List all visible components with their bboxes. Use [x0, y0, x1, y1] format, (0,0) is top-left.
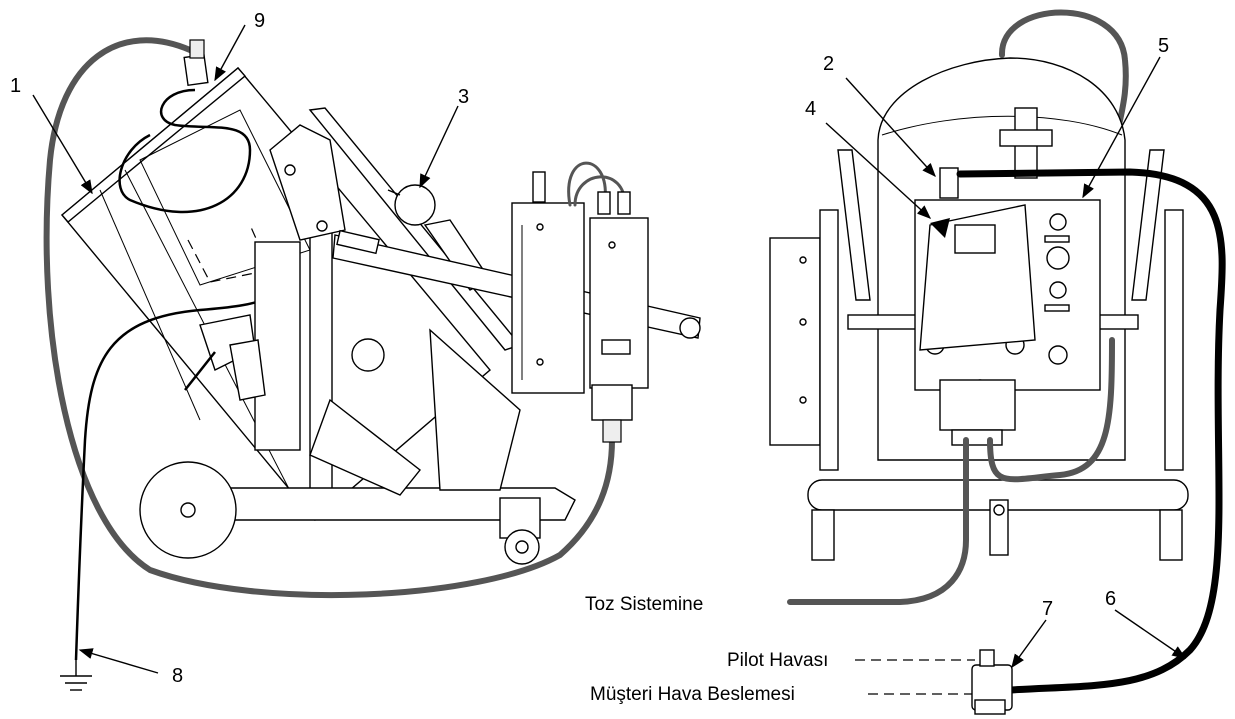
item-6-air-hose — [956, 168, 1226, 694]
front-top-hose — [998, 9, 1129, 133]
callout-3: 3 — [458, 86, 469, 108]
label-pilot-air: Pilot Havası — [727, 650, 828, 671]
cart-base — [139, 328, 576, 565]
box-air-tubes — [567, 161, 627, 207]
latch-clamp — [184, 314, 266, 401]
control-box-right — [589, 217, 649, 443]
control-box-left — [511, 202, 585, 394]
callout-4: 4 — [805, 98, 816, 120]
front-side-box — [769, 237, 821, 446]
label-to-powder-system: Toz Sistemine — [585, 594, 703, 615]
callout-7: 7 — [1042, 598, 1053, 620]
callout-5: 5 — [1158, 35, 1169, 57]
side-hose-loop — [43, 37, 615, 599]
side-view — [43, 37, 701, 691]
callout-6: 6 — [1105, 588, 1116, 610]
item-2-elbow — [939, 167, 959, 199]
item-9-fitting — [183, 39, 209, 87]
ground-symbol-icon — [60, 660, 92, 691]
callout-8: 8 — [172, 665, 183, 687]
callout-leaders — [32, 24, 1187, 674]
item-4-regulator — [919, 204, 1036, 446]
powder-hose — [787, 437, 969, 605]
callout-9: 9 — [254, 10, 265, 32]
label-customer-air-supply: Müşteri Hava Beslemesi — [590, 684, 795, 705]
callout-2: 2 — [823, 53, 834, 75]
front-return-hose — [987, 337, 1115, 483]
front-view — [769, 9, 1226, 715]
frame-plate — [254, 241, 301, 451]
callout-1: 1 — [10, 75, 21, 97]
item-7-valve — [971, 649, 1013, 715]
